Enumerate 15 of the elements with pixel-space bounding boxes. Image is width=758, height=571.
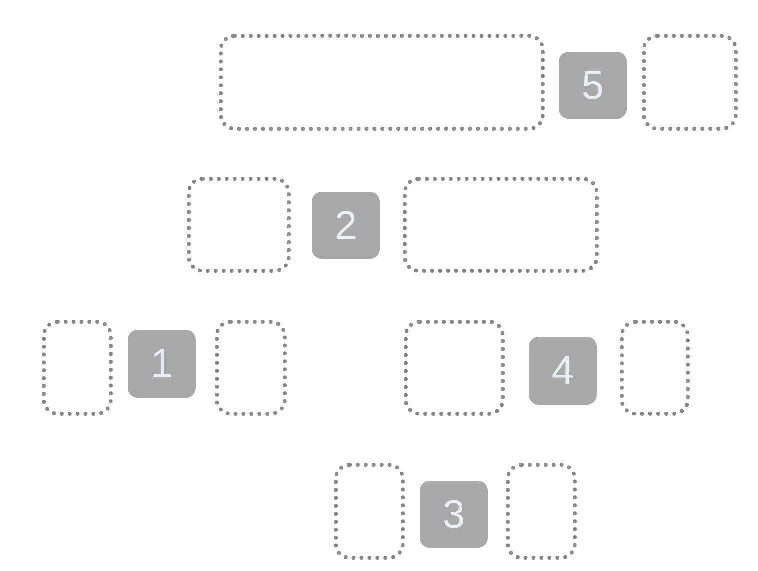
dotted-placeholder-box <box>215 320 287 416</box>
dotted-placeholder-box <box>642 34 738 131</box>
dotted-placeholder-box <box>219 34 545 131</box>
number-badge: 5 <box>559 52 627 119</box>
dotted-placeholder-box <box>42 320 113 416</box>
dotted-placeholder-box <box>404 320 505 416</box>
number-badge: 1 <box>128 330 196 398</box>
dotted-placeholder-box <box>334 463 405 560</box>
number-badge: 3 <box>420 481 488 548</box>
number-badge: 2 <box>312 192 380 259</box>
dotted-placeholder-box <box>187 177 291 273</box>
dotted-placeholder-box <box>403 177 599 273</box>
number-badge: 4 <box>529 337 597 405</box>
dotted-placeholder-box <box>620 320 690 416</box>
dotted-placeholder-box <box>506 463 577 560</box>
